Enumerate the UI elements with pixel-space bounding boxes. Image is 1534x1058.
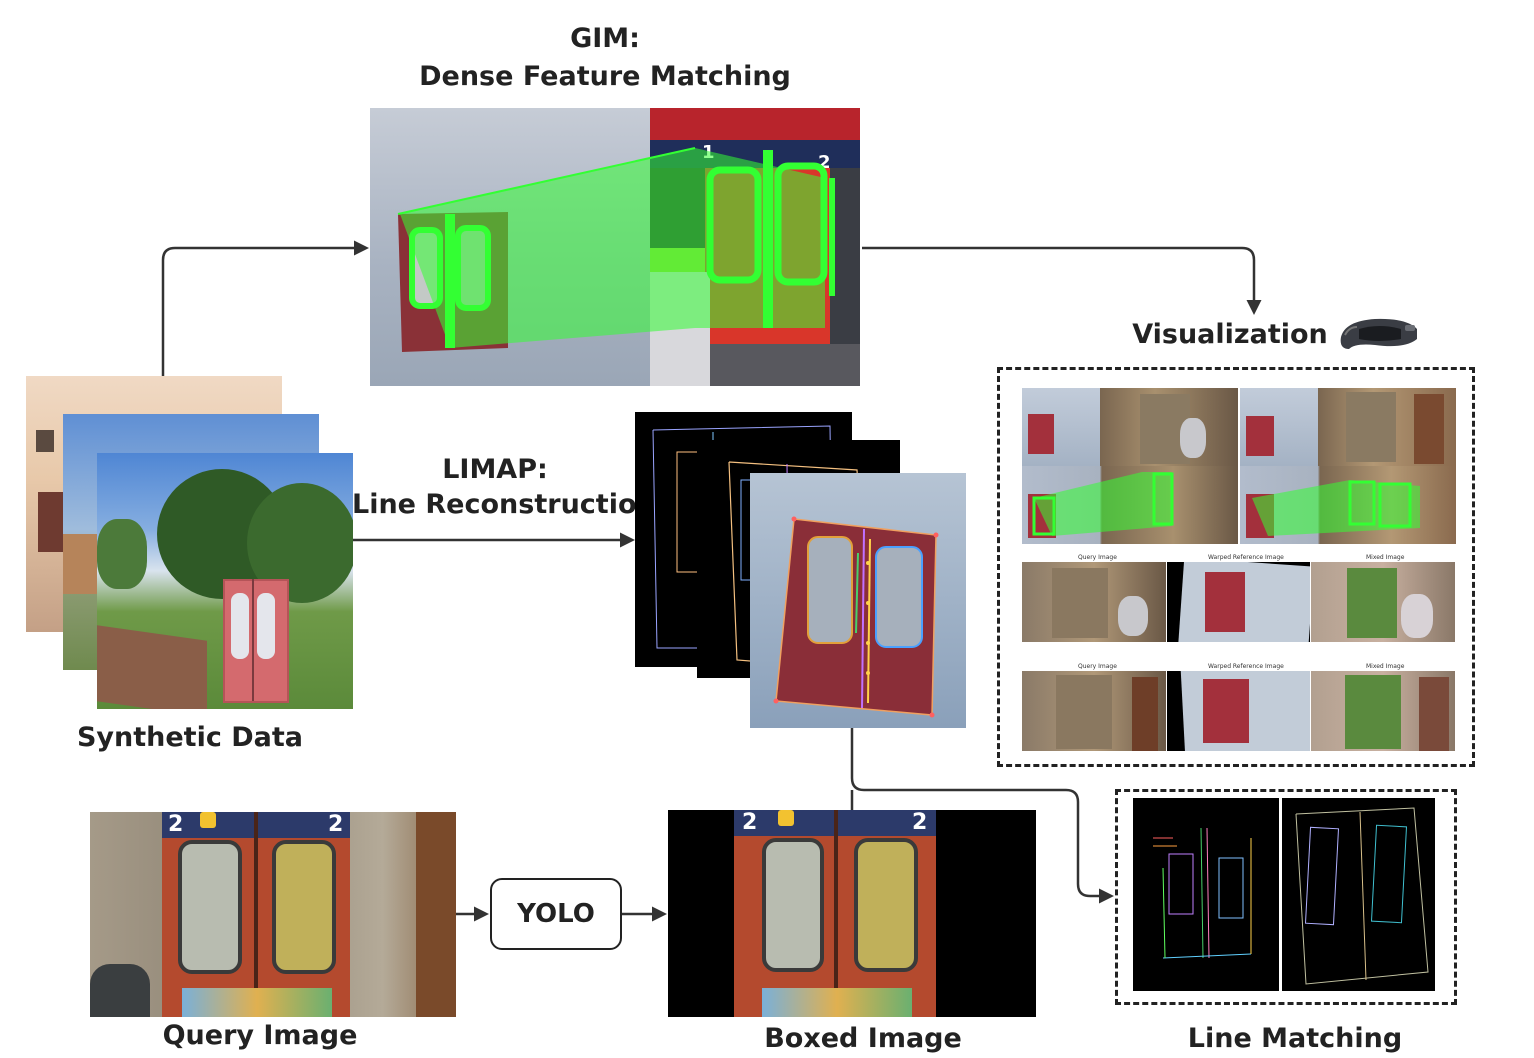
line-matching-label: Line Matching (1187, 1023, 1403, 1054)
gim-matching-image: 1 2 (370, 108, 860, 386)
viz-caption-warped-1: Warped Reference Image (1208, 554, 1284, 561)
viz-warped-2 (1167, 671, 1310, 751)
viz-caption-warped-2: Warped Reference Image (1208, 663, 1284, 670)
query-door-number-left: 2 (168, 812, 184, 837)
gim-title: GIM: (570, 23, 640, 54)
boxed-image-label: Boxed Image (764, 1023, 962, 1054)
limap-subtitle: Line Reconstruction (352, 489, 656, 520)
gim-subtitle: Dense Feature Matching (419, 61, 791, 92)
line-match-right (1282, 798, 1435, 991)
viz-query-2 (1022, 671, 1166, 751)
boxed-door-number-right: 2 (912, 810, 928, 835)
viz-tile-r1c4 (1318, 388, 1456, 466)
synthetic-data-label: Synthetic Data (76, 722, 304, 753)
viz-match-right (1240, 466, 1456, 544)
query-image: 2 2 (90, 812, 456, 1017)
viz-query-1 (1022, 562, 1166, 642)
viz-tile-r1c2 (1100, 388, 1238, 466)
limap-title: LIMAP: (442, 454, 548, 485)
boxed-door-number-left: 2 (742, 810, 758, 835)
viz-tile-r1c1 (1022, 388, 1100, 466)
visualization-panel (997, 367, 1475, 767)
visualization-label: Visualization (1132, 319, 1328, 350)
line-match-left (1133, 798, 1279, 991)
viz-match-left (1022, 466, 1238, 544)
limap-door-image (750, 473, 966, 728)
query-image-label: Query Image (162, 1020, 358, 1051)
viz-warped-1 (1167, 562, 1310, 642)
viz-mixed-1 (1311, 562, 1455, 642)
viz-caption-query-1: Query Image (1078, 554, 1117, 561)
boxed-image: 2 2 (668, 810, 1036, 1017)
viz-mixed-2 (1311, 671, 1455, 751)
yolo-box: YOLO (490, 878, 622, 950)
query-door-number-right: 2 (328, 812, 344, 837)
yolo-label: YOLO (517, 899, 595, 929)
viz-tile-r1c3 (1240, 388, 1318, 466)
viz-caption-mixed-1: Mixed Image (1366, 554, 1405, 561)
mixed-reality-headset-icon (1335, 315, 1421, 355)
synthetic-image-front (97, 453, 353, 709)
line-matching-panel (1115, 789, 1457, 1005)
viz-caption-query-2: Query Image (1078, 663, 1117, 670)
viz-caption-mixed-2: Mixed Image (1366, 663, 1405, 670)
